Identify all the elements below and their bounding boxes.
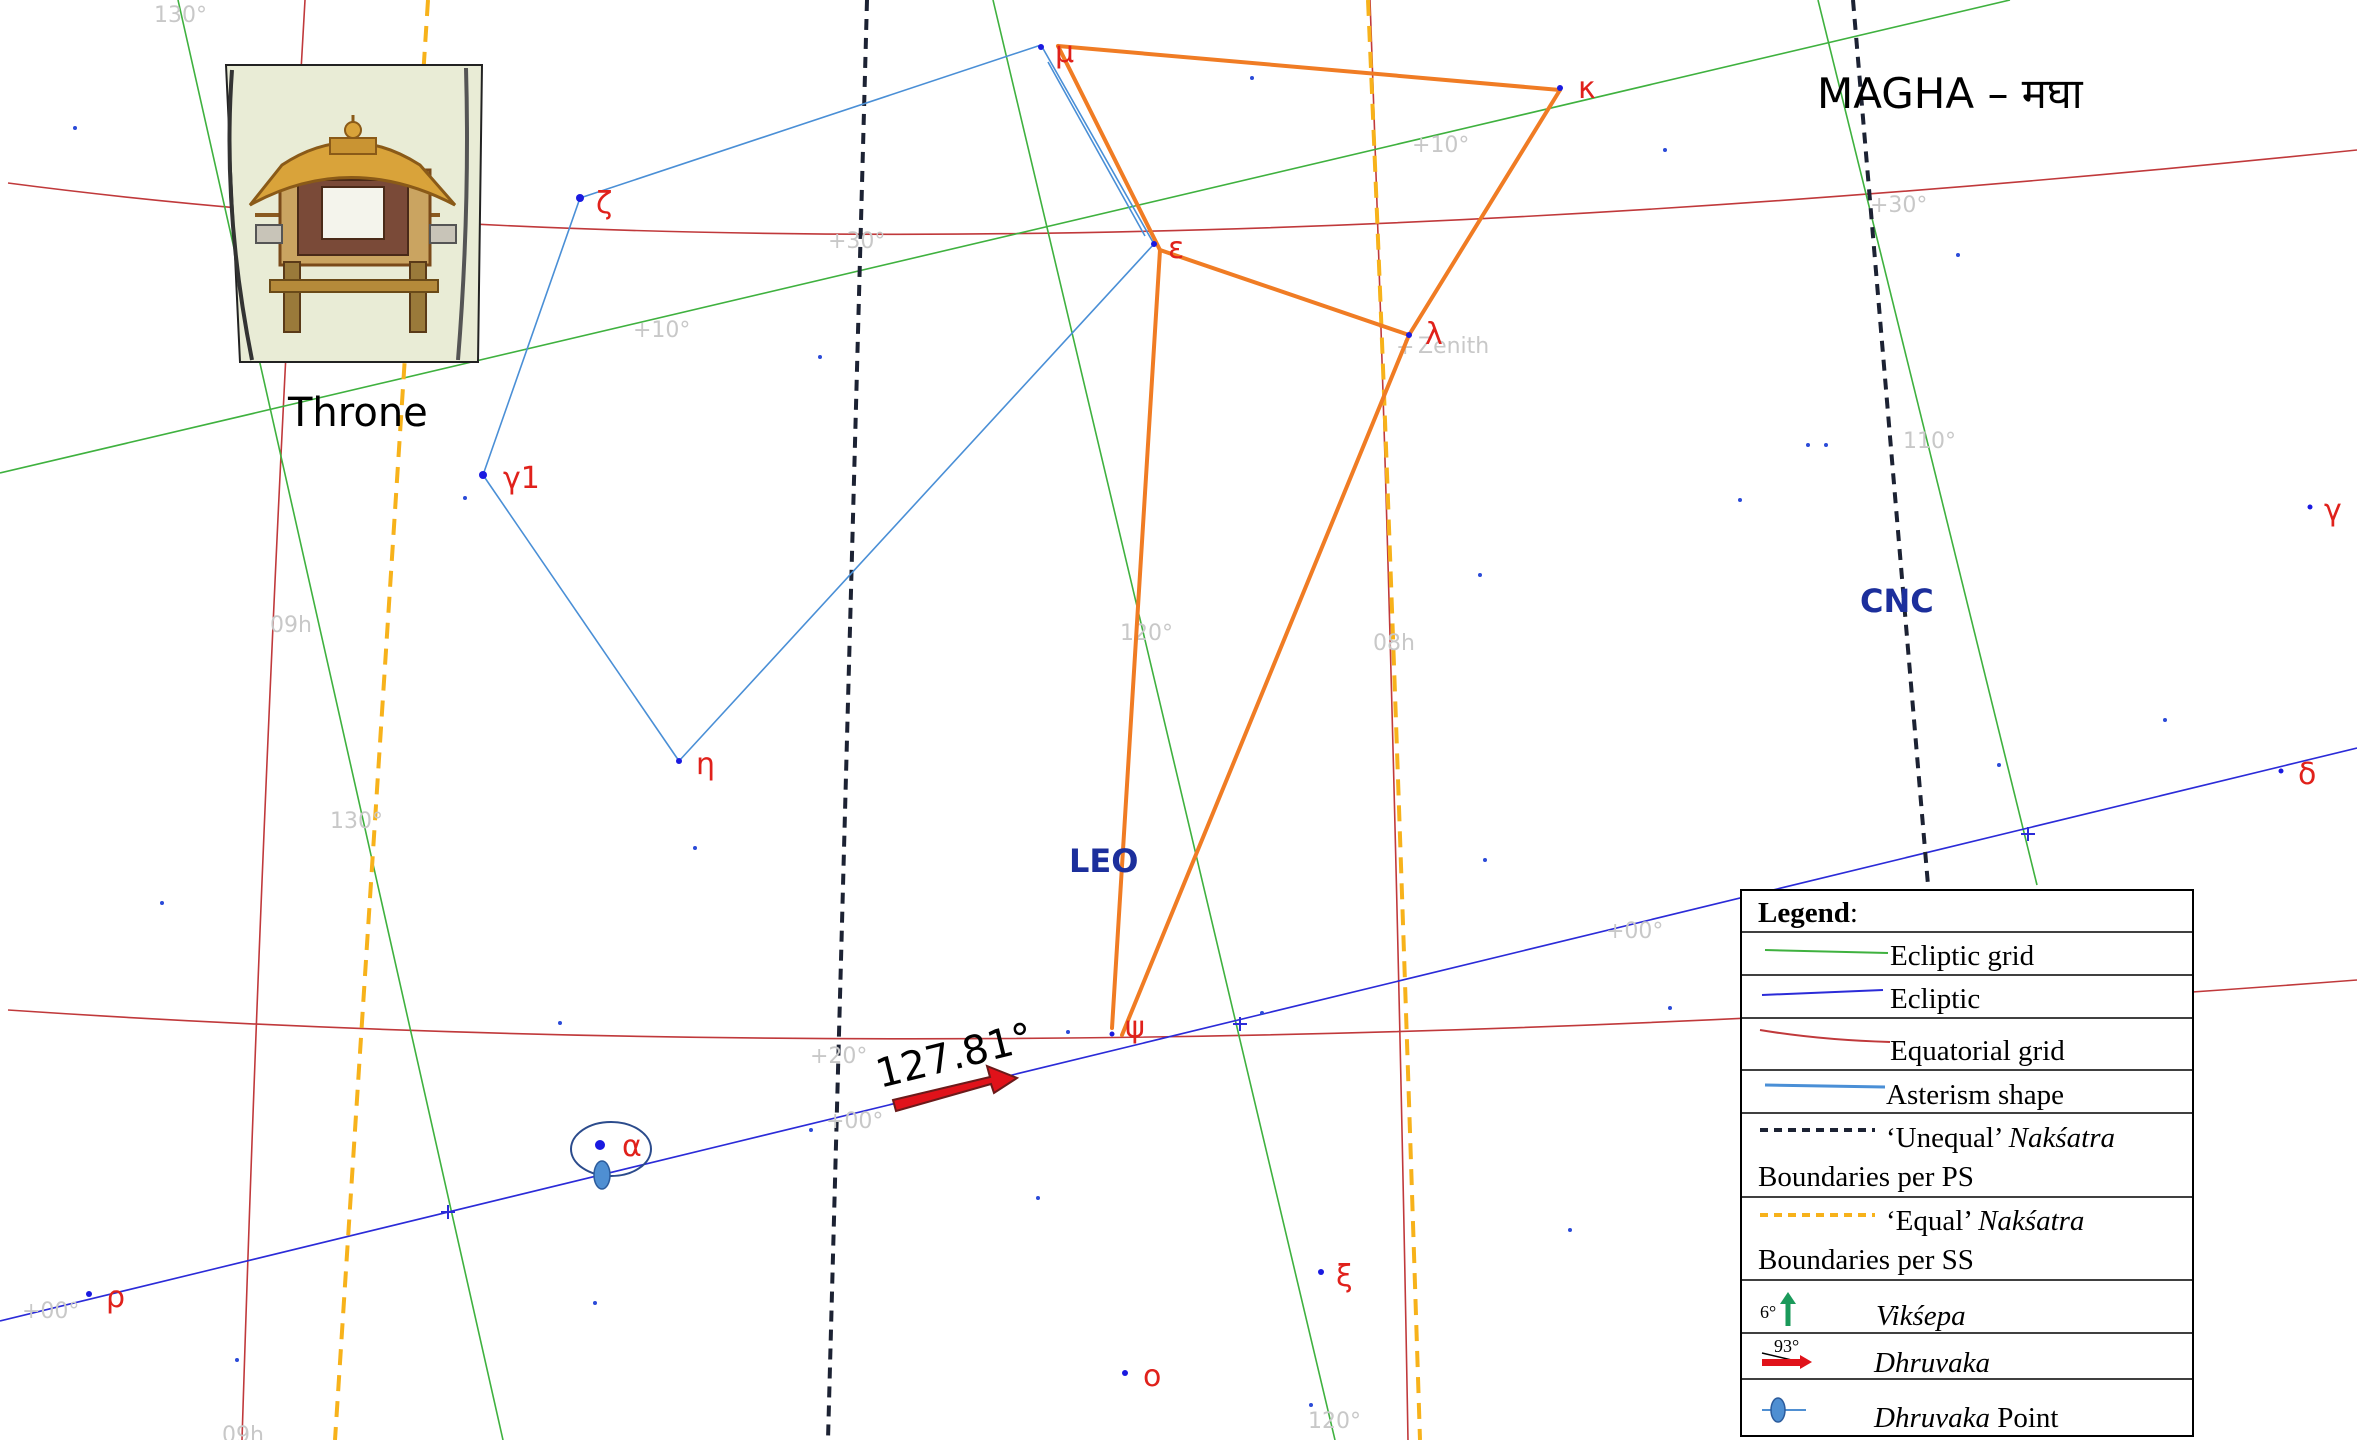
grid-label: +00° — [1606, 919, 1663, 944]
dhruvaka-arrow — [891, 1064, 1020, 1113]
field-stars — [73, 76, 2167, 1407]
leo-figure — [1056, 44, 1562, 1037]
grid-label: +00° — [22, 1299, 79, 1324]
star-lambda — [1406, 332, 1412, 338]
legend-ecliptic-grid: Ecliptic grid — [1890, 940, 2035, 972]
star-label-omicron: ο — [1143, 1359, 1161, 1394]
star-label-gamma1: γ1 — [503, 461, 540, 496]
star-label-mu: μ — [1055, 35, 1074, 70]
legend-viksepa: Vikśepa — [1876, 1300, 1966, 1332]
star-label-epsilon: ε — [1168, 231, 1184, 266]
star-label-alpha: α — [622, 1129, 642, 1164]
star-alpha — [595, 1140, 605, 1150]
legend-swatch-equatorial-grid — [1759, 1029, 1891, 1043]
constellation-label-leo: LEO — [1069, 842, 1138, 880]
star-label-lambda: λ — [1425, 317, 1443, 352]
grid-labels: 130° 130° 120° 120° 110° +30° +30° +10° … — [22, 3, 1956, 1440]
star-psi — [1109, 1031, 1115, 1037]
grid-label: 09h — [270, 613, 312, 638]
star-eta — [676, 758, 682, 764]
grid-label: 120° — [1120, 621, 1173, 646]
legend-equal-boundaries-2: Boundaries per SS — [1758, 1244, 1974, 1276]
legend-equatorial-grid: Equatorial grid — [1890, 1035, 2065, 1067]
constellation-label-cnc: CNC — [1860, 582, 1934, 620]
legend-asterism-shape: Asterism shape — [1886, 1079, 2064, 1111]
named-stars — [86, 44, 2313, 1376]
throne-image — [224, 64, 484, 363]
grid-label: 120° — [1308, 1409, 1361, 1434]
star-omicron — [1122, 1370, 1128, 1376]
star-epsilon — [1151, 241, 1157, 247]
alpha-highlight-ring — [570, 1121, 652, 1177]
star-label-zeta: ζ — [596, 186, 612, 221]
legend-unequal-boundaries: ‘Unequal’ Nakśatra — [1886, 1122, 2115, 1154]
star-rho — [86, 1291, 92, 1297]
legend-dhruvaka-point: Dhruvaka Point — [1873, 1402, 2058, 1434]
ecliptic-line — [0, 747, 2357, 1322]
legend-viksepa-arrow-icon — [1780, 1292, 1796, 1326]
grid-label: 110° — [1903, 429, 1956, 454]
legend-swatch-asterism — [1764, 1083, 1886, 1089]
grid-label: +30° — [828, 229, 885, 254]
star-gamma1 — [479, 471, 487, 479]
star-kappa — [1557, 85, 1563, 91]
ecliptic-grid — [0, 0, 2038, 1440]
star-label-rho: ρ — [106, 1280, 125, 1315]
star-label-xi: ξ — [1336, 1259, 1353, 1294]
legend-dhruvaka-number: 93° — [1774, 1336, 1799, 1356]
asterism-shape — [482, 44, 1155, 762]
star-label-kappa: κ — [1578, 71, 1596, 106]
grid-label: +10° — [1412, 133, 1469, 158]
legend: Legend: Ecliptic grid Ecliptic Equatoria… — [1740, 889, 2194, 1437]
star-xi — [1318, 1269, 1324, 1275]
legend-equal-boundaries: ‘Equal’ Nakśatra — [1886, 1205, 2084, 1237]
ecliptic-ticks — [441, 827, 2035, 1219]
grid-label: +00° — [826, 1109, 883, 1134]
star-label-psi: ψ — [1125, 1010, 1145, 1045]
unequal-boundaries — [826, 0, 1930, 1440]
star-zeta — [576, 194, 584, 202]
zenith-label: Zenith — [1418, 334, 1489, 359]
legend-dhruvaka: Dhruvaka — [1873, 1347, 1990, 1379]
grid-label: +10° — [633, 318, 690, 343]
grid-label: 09h — [222, 1423, 264, 1440]
legend-swatch-ecliptic — [1761, 989, 1884, 996]
star-mu — [1038, 44, 1044, 50]
grid-label: 08h — [1373, 631, 1415, 656]
legend-title: Legend: — [1758, 897, 1858, 929]
legend-swatch-ecliptic-grid — [1764, 949, 1889, 954]
grid-label: +30° — [1870, 193, 1927, 218]
star-delta-cnc — [2278, 768, 2284, 774]
legend-viksepa-number: 6° — [1760, 1302, 1776, 1322]
grid-label: 130° — [330, 809, 383, 834]
star-label-gamma-cnc: γ — [2324, 493, 2342, 528]
throne-label: Throne — [287, 390, 428, 436]
legend-ecliptic: Ecliptic — [1890, 983, 1980, 1015]
legend-unequal-boundaries-2: Boundaries per PS — [1758, 1161, 1974, 1193]
legend-dhruvaka-point-icon — [1762, 1397, 1806, 1423]
star-label-delta-cnc: δ — [2298, 757, 2316, 792]
star-labels: μ κ ε λ ζ γ1 η ψ α ρ ξ ο γ δ — [106, 35, 2342, 1394]
star-gamma-cnc — [2307, 504, 2313, 510]
grid-label: +20° — [810, 1044, 867, 1069]
star-label-eta: η — [696, 747, 715, 782]
dhruvaka-point-marker — [593, 1160, 611, 1190]
legend-dhruvaka-arrow-icon — [1761, 1352, 1812, 1369]
naksatra-title: MAGHA – मघा — [1817, 69, 2084, 118]
equal-boundaries — [333, 0, 1422, 1440]
grid-label: 130° — [154, 3, 207, 28]
